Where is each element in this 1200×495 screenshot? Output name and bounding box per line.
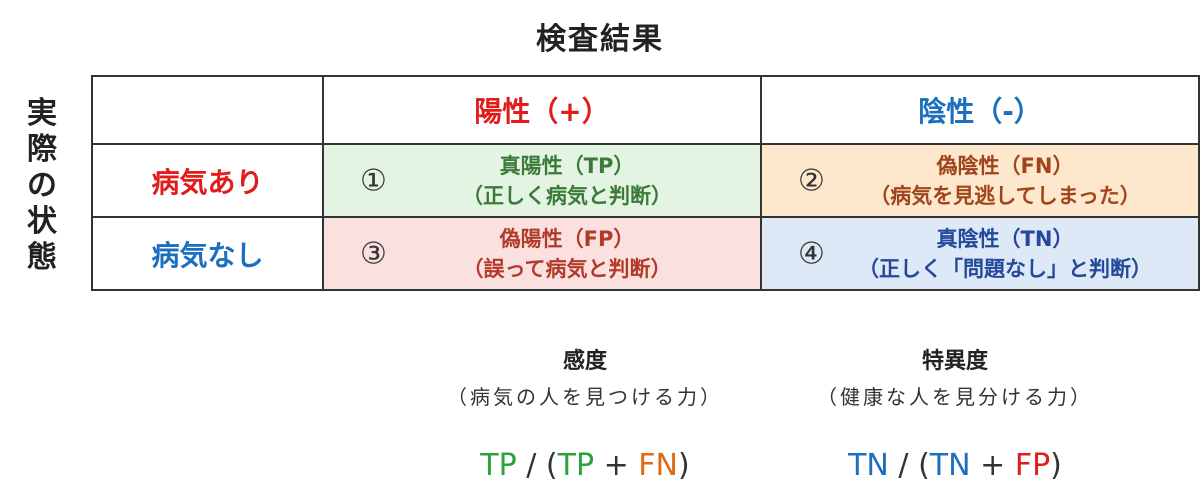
formula-term: TP: [557, 448, 595, 483]
column-header-positive: 陽性（+）: [322, 75, 762, 145]
specificity-block: 特異度 （健康な人を見分ける力） TN / (TN + FP): [765, 343, 1145, 483]
formula-paren: ): [1050, 448, 1062, 483]
cell-title: 真陰性（TN）: [936, 226, 1074, 251]
sensitivity-formula: TP / (TP + FN): [395, 448, 775, 483]
cell-number: ④: [798, 236, 825, 271]
specificity-label: 特異度: [921, 349, 988, 374]
formula-term: FP: [1014, 448, 1051, 483]
cell-false-positive: ③ 偽陽性（FP） （誤って病気と判断）: [322, 216, 762, 291]
sensitivity-label: 感度: [562, 349, 607, 374]
formula-paren: (: [545, 448, 558, 483]
cell-title: 偽陽性（FP）: [499, 226, 635, 251]
formula-paren: (: [918, 448, 930, 483]
cell-number: ①: [360, 163, 387, 198]
cell-description: （病気を見逃してしまった）: [869, 183, 1141, 208]
row-axis-char: 実: [27, 96, 57, 131]
sensitivity-description: （病気の人を見つける力）: [447, 385, 723, 409]
formula-operator: +: [980, 448, 1006, 483]
corner-cell: [91, 75, 324, 145]
formula-paren: ): [677, 448, 690, 483]
formula-term: TN: [848, 448, 889, 483]
specificity-description: （健康な人を見分ける力）: [817, 385, 1093, 409]
formula-operator: +: [603, 448, 629, 483]
column-header-negative: 陰性（-）: [760, 75, 1200, 145]
row-axis-char: の: [27, 168, 57, 203]
cell-true-negative: ④ 真陰性（TN） （正しく「問題なし」と判断）: [760, 216, 1200, 291]
formula-term: FN: [638, 448, 678, 483]
confusion-matrix: 陽性（+） 陰性（-） 病気あり ① 真陽性（TP） （正しく病気と判断） ② …: [91, 75, 1200, 291]
specificity-formula: TN / (TN + FP): [765, 448, 1145, 483]
formula-term: TP: [480, 448, 517, 483]
cell-description: （正しく病気と判断）: [462, 183, 672, 208]
cell-description: （誤って病気と判断）: [462, 256, 672, 281]
row-axis-char: 態: [27, 240, 57, 275]
cell-description: （正しく「問題なし」と判断）: [858, 256, 1152, 281]
sensitivity-block: 感度 （病気の人を見つける力） TP / (TP + FN): [395, 343, 775, 483]
row-axis-char: 際: [27, 132, 57, 167]
cell-title: 偽陰性（FN）: [936, 153, 1074, 178]
row-header-sick: 病気あり: [91, 143, 324, 218]
formula-term: TN: [929, 448, 971, 483]
cell-number: ③: [360, 236, 387, 271]
formula-operator: /: [898, 448, 909, 483]
row-axis-label: 実 際 の 状 態: [20, 96, 64, 276]
row-axis-char: 状: [27, 204, 57, 239]
formula-operator: /: [526, 448, 537, 483]
cell-number: ②: [798, 163, 825, 198]
cell-title: 真陽性（TP）: [499, 153, 635, 178]
cell-false-negative: ② 偽陰性（FN） （病気を見逃してしまった）: [760, 143, 1200, 218]
row-header-healthy: 病気なし: [91, 216, 324, 291]
cell-true-positive: ① 真陽性（TP） （正しく病気と判断）: [322, 143, 762, 218]
chart-title: 検査結果: [536, 22, 664, 57]
